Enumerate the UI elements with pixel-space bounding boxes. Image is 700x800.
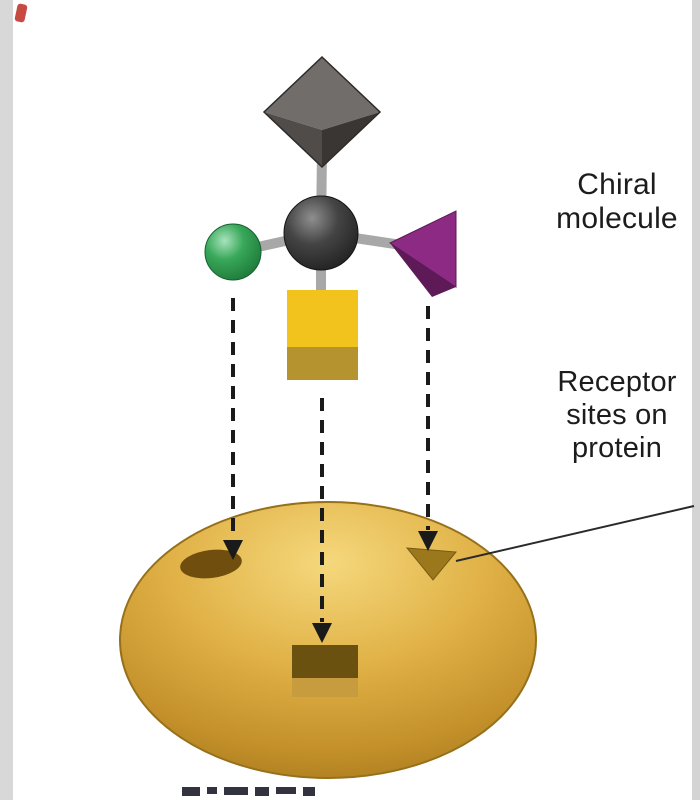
- receptor-pointer-line: [455, 505, 695, 562]
- dark-cube-substituent: [262, 55, 382, 169]
- page-edge-left: [0, 0, 13, 800]
- label-receptor-sites: Receptor sites on protein: [557, 366, 677, 465]
- central-carbon-sphere: [283, 195, 359, 271]
- square-receptor-site: [292, 645, 358, 697]
- green-sphere-substituent: [204, 223, 262, 281]
- arrow-center-head: [312, 623, 332, 643]
- triangle-receptor-site: [405, 547, 457, 581]
- purple-wedge-substituent: [388, 210, 457, 297]
- protein-surface: [119, 501, 537, 779]
- yellow-cube-substituent: [287, 290, 358, 380]
- oval-receptor-site: [180, 549, 242, 579]
- label-chiral-molecule: Chiral molecule: [556, 168, 678, 236]
- page-edge-right: [692, 0, 700, 800]
- dashed-arrows: [231, 298, 430, 622]
- arrow-left-head: [223, 540, 243, 560]
- cropped-caption-fragment: [182, 787, 382, 800]
- arrow-right-head: [418, 531, 438, 551]
